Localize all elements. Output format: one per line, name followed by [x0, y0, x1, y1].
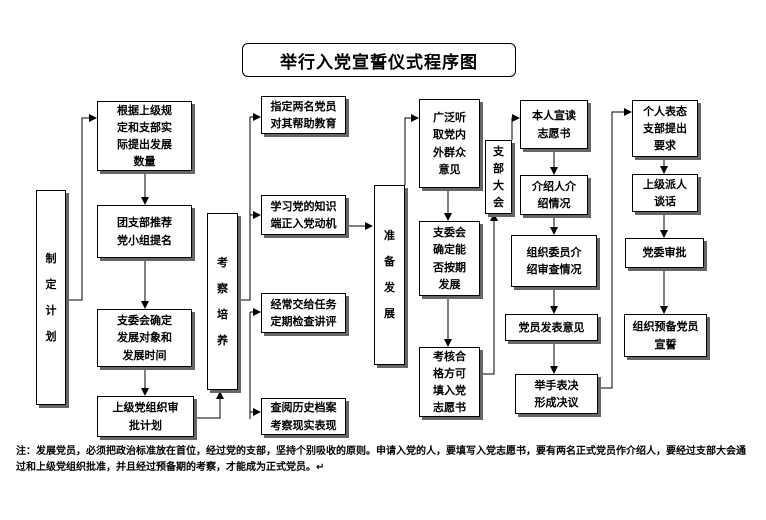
footnote: 注：发展党员，必须把政治标准放在首位，经过党的支部，坚持个别吸收的原则。申请入党…: [16, 446, 746, 473]
node-committee-decide: 支委会 确定能 否按期 发展: [419, 221, 480, 296]
node-committee-approve: 党委审批: [625, 238, 704, 268]
node-superior-talk: 上级派人 谈话: [632, 174, 698, 212]
connector-c7-to-c8: [511, 114, 520, 140]
connector-c6-to-c7: [480, 213, 498, 375]
node-confirm-targets: 支委会确定 发展对象和 发展时间: [97, 309, 192, 367]
node-branch-meeting-label: 支部大会: [493, 145, 504, 209]
connector-plan-bracket: [66, 114, 97, 301]
node-fill-application: 考核合 格方可 填入党 志愿书: [419, 347, 480, 417]
node-personal-statement: 个人表态 支部提出 要求: [632, 100, 698, 157]
node-members-comment: 党员发表意见: [505, 314, 598, 341]
connector-c3-bracket: [238, 113, 261, 301]
node-assign-mentors: 指定两名党员 对其帮助教育: [261, 96, 346, 134]
connector-c8-to-c9: [598, 108, 632, 389]
node-vote-resolution: 举手表决 形成决议: [515, 374, 598, 414]
node-assign-tasks: 经常交给任务 定期检查讲评: [261, 293, 346, 333]
node-recommend: 团支部推荐 党小组提名: [97, 205, 192, 258]
node-inspect-train-label: 考察培养: [217, 255, 228, 347]
node-introducer-report: 介绍人介 绍情况: [520, 175, 588, 215]
diagram-title: 举行入党宣誓仪式程序图: [242, 43, 516, 77]
node-approve-plan: 上级党组织审 批计划: [97, 396, 194, 437]
node-set-quota: 根据上级规 定和支部实 际提出发展 数量: [97, 101, 192, 171]
node-branch-meeting: 支部大会: [485, 140, 512, 214]
node-study-party: 学习党的知识 端正入党动机: [261, 195, 346, 235]
node-plan-label: 制定计划: [45, 251, 57, 343]
connector-c5-to-c6: [404, 114, 419, 185]
node-prepare-develop-label: 准备发展: [384, 229, 395, 320]
node-check-records: 查阅历史档案 考察现实表现: [261, 398, 346, 435]
node-probation-oath: 组织预备党员 宣誓: [624, 314, 707, 357]
node-organizer-report: 组织委员介 绍审查情况: [511, 235, 597, 287]
node-hear-opinions: 广泛听 取党内 外群众 意见: [419, 99, 480, 188]
node-plan: 制定计划: [36, 190, 66, 405]
node-inspect-train: 考察培养: [207, 213, 238, 390]
node-prepare-develop: 准备发展: [374, 185, 405, 365]
node-read-application: 本人宣读 志愿书: [520, 100, 588, 149]
connector-c2-to-c3: [194, 391, 224, 419]
